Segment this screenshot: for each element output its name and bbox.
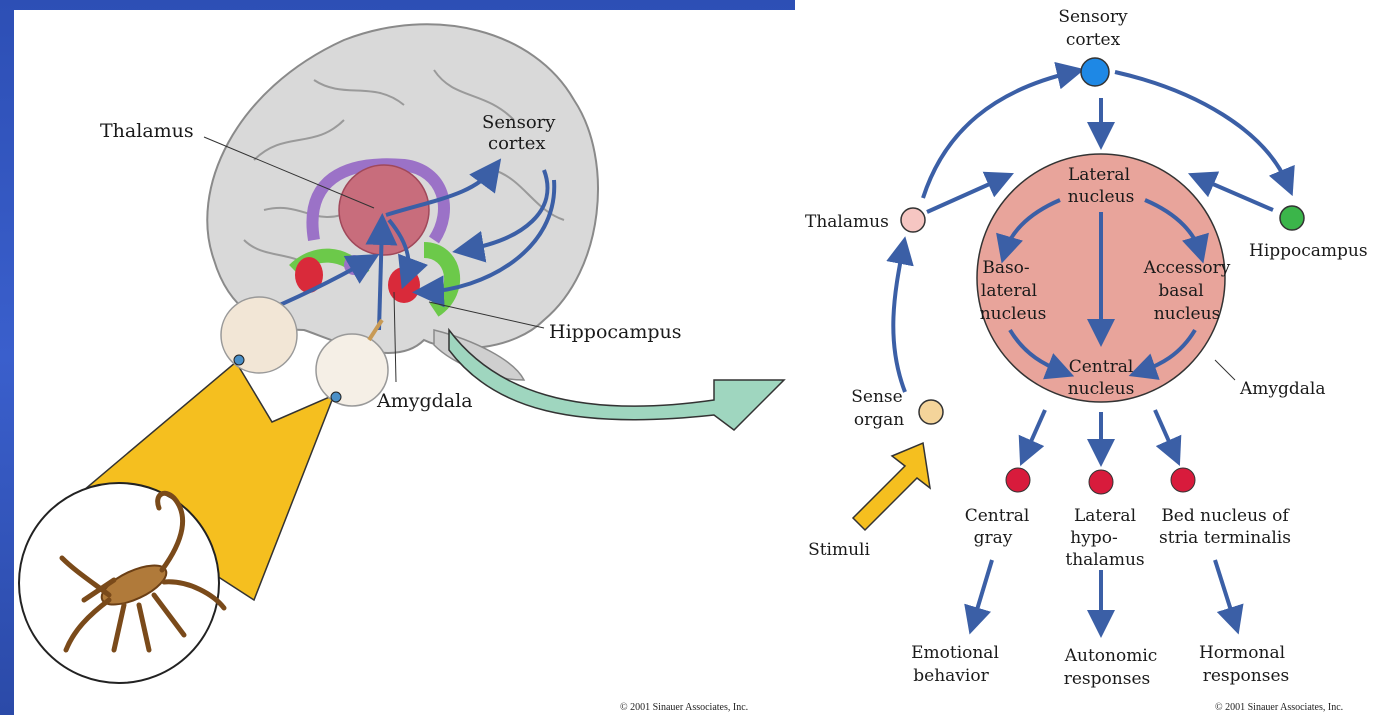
thalamus-structure [339, 165, 429, 255]
stimulus-arrow [853, 443, 930, 530]
amygdala-circuit-panel: Sensory cortex Lateral nucleus Baso- lat… [795, 0, 1389, 715]
hippocampus-node [1280, 206, 1304, 230]
central-gray-node [1006, 468, 1030, 492]
sense-organ-node [919, 400, 943, 424]
label-sense-organ-2: organ [854, 410, 904, 430]
label-lateral-nucleus-2: nucleus [1068, 187, 1135, 207]
label-basolateral-1: Baso- [982, 258, 1029, 278]
copyright-left: © 2001 Sinauer Associates, Inc. [620, 702, 748, 713]
brain-illustration: Thalamus Sensory cortex Hippocampus Amyg… [14, 10, 799, 715]
sensory-cortex-node [1081, 58, 1109, 86]
label-bed-nucleus-1: Bed nucleus of [1161, 506, 1290, 526]
label-emotional-behavior-2: behavior [913, 666, 989, 686]
label-autonomic-responses-2: responses [1064, 669, 1151, 689]
eye-left-icon [221, 297, 297, 373]
label-sensory-cortex-2: cortex [1066, 30, 1121, 50]
label-accessory-basal-1: Accessory [1143, 258, 1231, 278]
brain-illustration-panel: Thalamus Sensory cortex Hippocampus Amyg… [14, 10, 799, 715]
label-central-gray-2: gray [974, 528, 1013, 548]
label-lateral-nucleus-1: Lateral [1068, 165, 1130, 185]
label-hippocampus: Hippocampus [1249, 241, 1368, 261]
label-bed-nucleus-2: stria terminalis [1159, 528, 1291, 548]
label-sense-organ-1: Sense [851, 387, 902, 407]
label-lateral-hypothalamus-2: hypo- [1070, 528, 1117, 548]
lateral-hypothalamus-node [1089, 470, 1113, 494]
label-amygdala: Amygdala [1239, 379, 1325, 399]
label-central-gray-1: Central [965, 506, 1030, 526]
label-hormonal-responses-2: responses [1203, 666, 1290, 686]
amygdala-leader [1215, 360, 1235, 380]
label-accessory-basal-2: basal [1158, 281, 1203, 301]
label-thalamus: Thalamus [805, 212, 889, 232]
label-central-nucleus-2: nucleus [1068, 379, 1135, 399]
label-basolateral-3: nucleus [980, 304, 1047, 324]
label-lateral-hypothalamus-1: Lateral [1074, 506, 1136, 526]
label-accessory-basal-3: nucleus [1154, 304, 1221, 324]
amygdala-circuit-diagram: Sensory cortex Lateral nucleus Baso- lat… [795, 0, 1389, 715]
label-thalamus: Thalamus [100, 120, 194, 142]
label-stimuli: Stimuli [808, 540, 870, 560]
label-autonomic-responses-1: Autonomic [1064, 646, 1158, 666]
label-emotional-behavior-1: Emotional [911, 643, 999, 663]
bed-nucleus-node [1171, 468, 1195, 492]
label-amygdala: Amygdala [376, 390, 473, 412]
label-basolateral-2: lateral [981, 281, 1037, 301]
copyright-right: © 2001 Sinauer Associates, Inc. [1215, 702, 1343, 713]
label-sensory-cortex-1: Sensory [1058, 7, 1128, 27]
thalamus-node [901, 208, 925, 232]
label-lateral-hypothalamus-3: thalamus [1065, 550, 1144, 570]
transition-arrow [449, 330, 784, 430]
label-sensory-cortex-2: cortex [488, 133, 546, 154]
label-hormonal-responses-1: Hormonal [1199, 643, 1285, 663]
amygdala-structure [388, 267, 420, 303]
label-central-nucleus-1: Central [1069, 357, 1134, 377]
label-hippocampus: Hippocampus [549, 321, 682, 343]
label-sensory-cortex-1: Sensory [482, 112, 556, 133]
